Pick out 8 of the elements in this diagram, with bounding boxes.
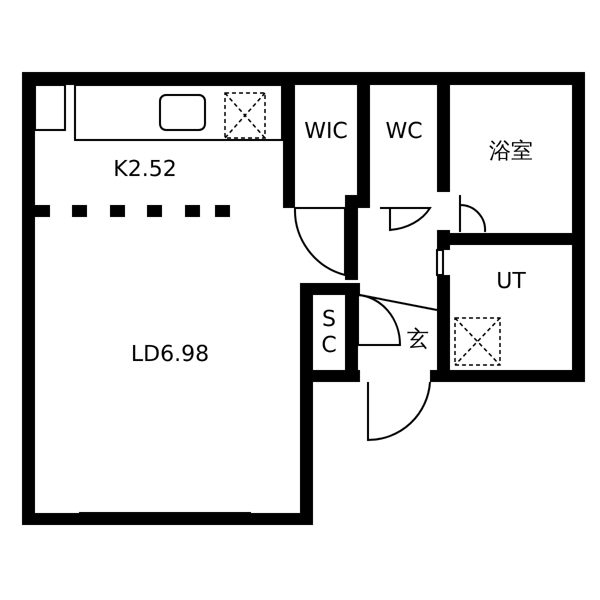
room-label: 玄	[407, 326, 429, 354]
room-label: WIC	[304, 119, 348, 146]
room-label: K2.52	[113, 156, 177, 184]
room-label: 浴室	[489, 139, 533, 166]
room-label: S C	[321, 306, 337, 360]
room-label: WC	[385, 119, 423, 146]
room-label: UT	[496, 269, 526, 296]
room-label: LD6.98	[130, 342, 210, 368]
